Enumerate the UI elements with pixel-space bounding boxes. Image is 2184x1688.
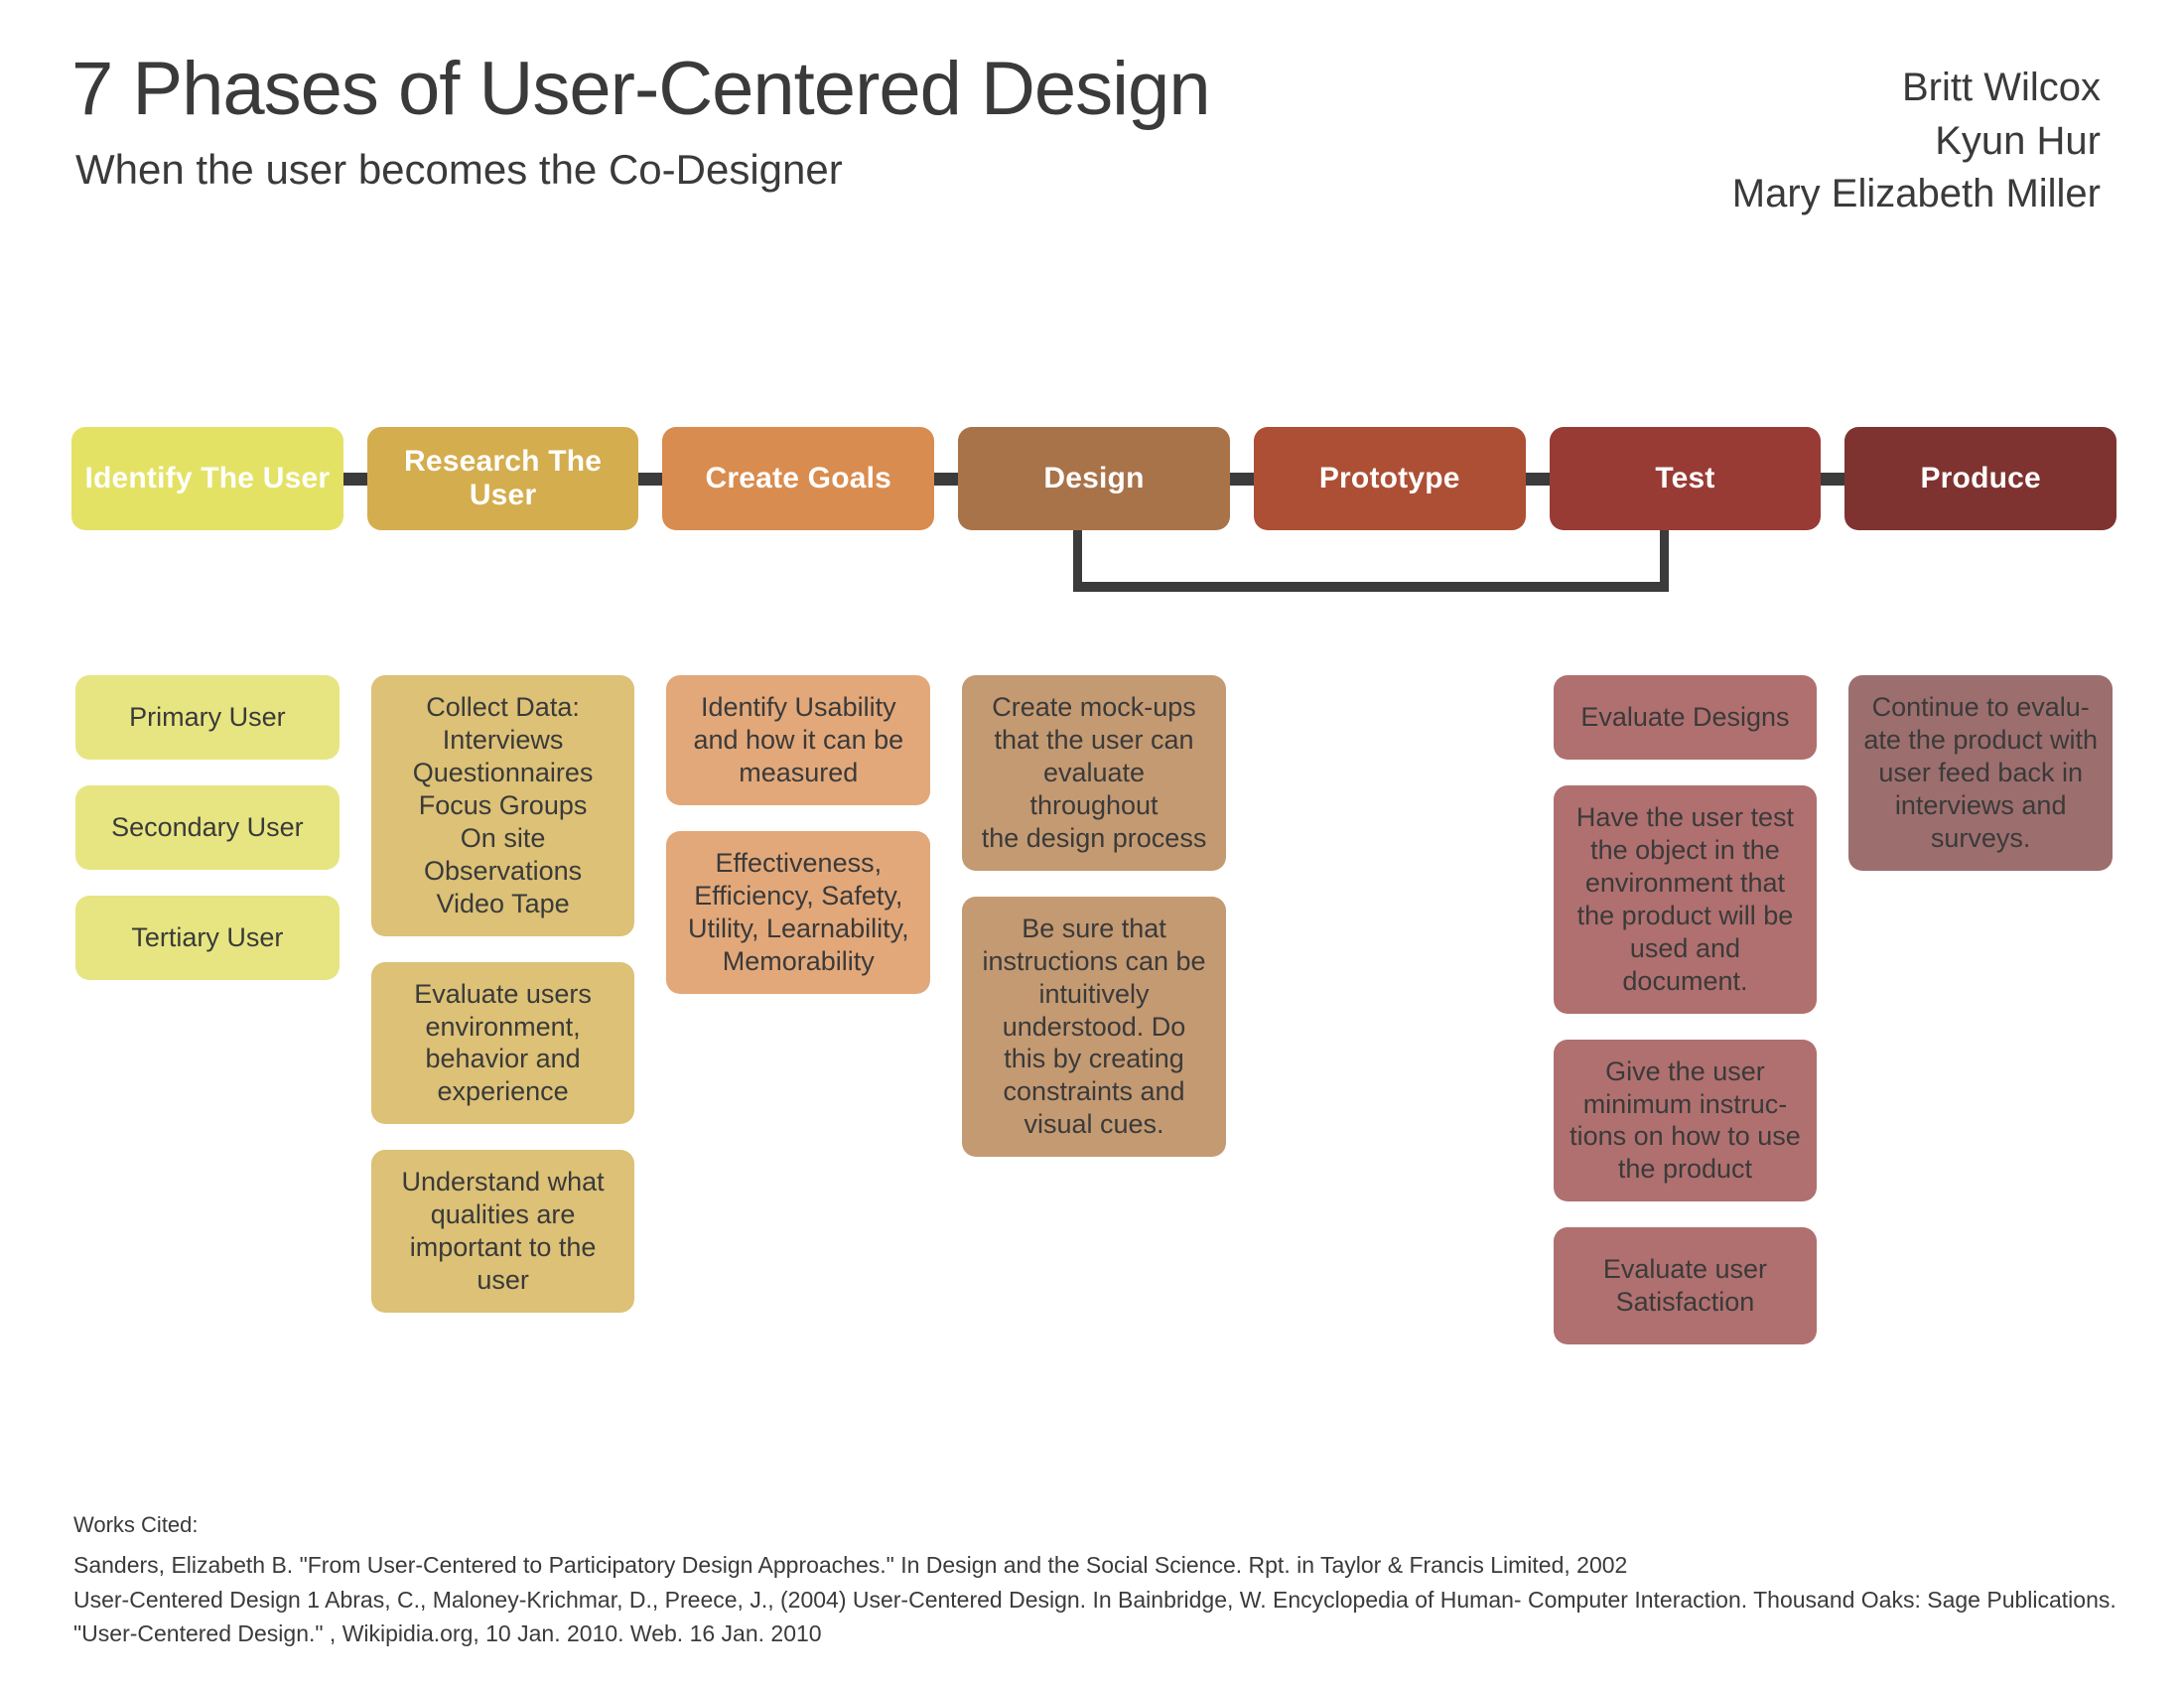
page-header: 7 Phases of User-Centered Design When th… <box>0 0 2184 278</box>
card-intuitive-instructions[interactable]: Be sure that instructions can be intuiti… <box>962 896 1226 1158</box>
card-continue-to-evaluate[interactable]: Continue to evalu- ate the product with … <box>1848 675 2114 871</box>
works-cited-heading: Works Cited: <box>73 1512 199 1537</box>
phase-chip-research-the-user[interactable]: Research The User <box>366 427 639 530</box>
phase-connector <box>934 472 959 486</box>
card-tertiary-user[interactable]: Tertiary User <box>75 895 340 980</box>
author-name: Kyun Hur <box>1935 118 2101 163</box>
column-identify-the-user: Primary User Secondary User Tertiary Use… <box>71 675 343 1006</box>
phase-timeline: Identify The User Research The User Crea… <box>71 427 2117 530</box>
card-identify-usability[interactable]: Identify Usability and how it can be mea… <box>666 675 931 805</box>
phase-connector <box>1229 472 1254 486</box>
citation-entry: User-Centered Design 1 Abras, C., Malone… <box>73 1586 2116 1613</box>
card-evaluate-users-environment[interactable]: Evaluate users environment, behavior and… <box>370 961 635 1125</box>
page-title: 7 Phases of User-Centered Design <box>71 47 1211 131</box>
phase-connector <box>638 472 663 486</box>
column-test: Evaluate Designs Have the user test the … <box>1550 675 1822 1370</box>
column-design: Create mock-ups that the user can evalua… <box>958 675 1230 1183</box>
phase-chip-test[interactable]: Test <box>1549 427 1822 530</box>
title-block: 7 Phases of User-Centered Design When th… <box>71 47 1211 193</box>
column-create-goals: Identify Usability and how it can be mea… <box>662 675 934 1020</box>
page-subtitle: When the user becomes the Co-Designer <box>75 146 843 193</box>
phase-connector <box>1821 472 1845 486</box>
card-usability-attributes[interactable]: Effectiveness, Efficiency, Safety, Utili… <box>666 830 931 994</box>
column-research-the-user: Collect Data: Interviews Questionnaires … <box>367 675 639 1338</box>
phase-chip-create-goals[interactable]: Create Goals <box>662 427 935 530</box>
phase-connector <box>342 472 367 486</box>
column-produce: Continue to evalu- ate the product with … <box>1844 675 2116 897</box>
card-collect-data[interactable]: Collect Data: Interviews Questionnaires … <box>370 675 635 936</box>
card-primary-user[interactable]: Primary User <box>75 675 340 760</box>
feedback-loop-right-leg <box>1660 530 1669 592</box>
author-list: Britt Wilcox Kyun Hur Mary Elizabeth Mil… <box>1732 62 2101 221</box>
card-create-mockups[interactable]: Create mock-ups that the user can evalua… <box>962 675 1226 871</box>
card-evaluate-user-satisfaction[interactable]: Evaluate user Satisfaction <box>1553 1227 1818 1345</box>
card-user-test-in-environment[interactable]: Have the user test the object in the env… <box>1553 784 1818 1014</box>
phase-chip-produce[interactable]: Produce <box>1844 427 2117 530</box>
card-understand-qualities[interactable]: Understand what qualities are important … <box>370 1150 635 1314</box>
card-evaluate-designs[interactable]: Evaluate Designs <box>1553 675 1818 760</box>
feedback-loop-left-leg <box>1073 530 1082 592</box>
phase-chip-prototype[interactable]: Prototype <box>1253 427 1526 530</box>
card-secondary-user[interactable]: Secondary User <box>75 784 340 870</box>
author-name: Britt Wilcox <box>1902 66 2101 109</box>
citation-entry: Sanders, Elizabeth B. "From User-Centere… <box>73 1552 1628 1578</box>
feedback-loop-design-test <box>1073 530 1669 592</box>
works-cited: Works Cited: Sanders, Elizabeth B. "From… <box>73 1514 2118 1651</box>
phase-chip-identify-the-user[interactable]: Identify The User <box>71 427 343 530</box>
content-columns: Primary User Secondary User Tertiary Use… <box>71 675 2116 1370</box>
phase-chip-design[interactable]: Design <box>958 427 1230 530</box>
feedback-loop-bottom-bar <box>1073 582 1669 592</box>
card-minimum-instructions[interactable]: Give the user minimum instruc- tions on … <box>1553 1039 1818 1202</box>
citation-entry: "User-Centered Design." , Wikipidia.org,… <box>73 1620 822 1646</box>
phase-connector <box>1525 472 1550 486</box>
author-name: Mary Elizabeth Miller <box>1731 172 2101 216</box>
